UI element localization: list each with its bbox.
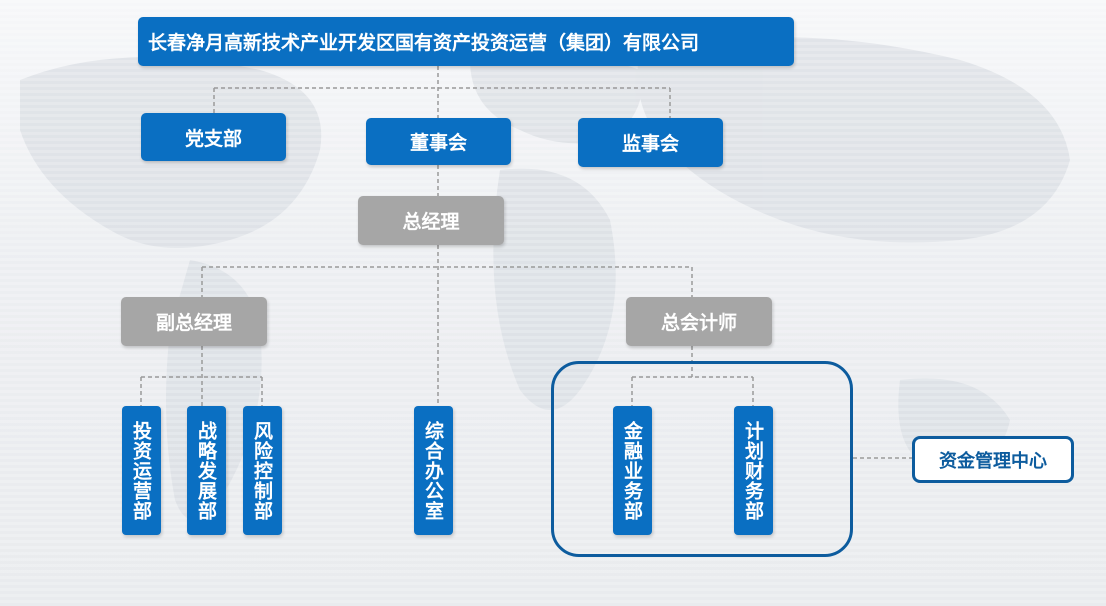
dept-planning-finance-label: 计划财务部: [742, 420, 764, 521]
party-branch-label: 党支部: [184, 127, 242, 150]
supervisors-box: 监事会: [578, 118, 723, 167]
dept-finance-business-label: 金融业务部: [621, 420, 643, 521]
chief-accountant-box: 总会计师: [626, 297, 772, 346]
board-label: 董事会: [409, 132, 467, 154]
dept-general-office-label: 综合办公室: [422, 420, 444, 521]
general-manager-label: 总经理: [402, 211, 460, 233]
fund-center-label: 资金管理中心: [939, 450, 1047, 472]
dept-planning-finance: 计划财务部: [734, 406, 773, 535]
company-title-box: 长春净月高新技术产业开发区国有资产投资运营（集团）有限公司: [138, 17, 794, 66]
supervisors-label: 监事会: [621, 133, 679, 155]
deputy-gm-box: 副总经理: [121, 297, 267, 346]
deputy-gm-label: 副总经理: [155, 312, 232, 334]
dept-strategy-dev-label: 战略发展部: [195, 420, 217, 521]
chief-accountant-label: 总会计师: [660, 312, 737, 334]
dept-investment-ops: 投资运营部: [122, 406, 161, 535]
finance-group-outline: [551, 361, 853, 557]
board-box: 董事会: [366, 118, 511, 165]
dept-risk-control: 风险控制部: [243, 406, 282, 535]
party-branch-box: 党支部: [141, 113, 286, 161]
general-manager-box: 总经理: [358, 196, 504, 245]
dept-strategy-dev: 战略发展部: [187, 406, 226, 535]
dept-finance-business: 金融业务部: [613, 406, 652, 535]
dept-general-office: 综合办公室: [414, 406, 453, 535]
dept-risk-control-label: 风险控制部: [251, 420, 273, 521]
company-title: 长春净月高新技术产业开发区国有资产投资运营（集团）有限公司: [148, 32, 700, 54]
fund-center-box: 资金管理中心: [912, 436, 1074, 483]
dept-investment-ops-label: 投资运营部: [130, 420, 152, 521]
